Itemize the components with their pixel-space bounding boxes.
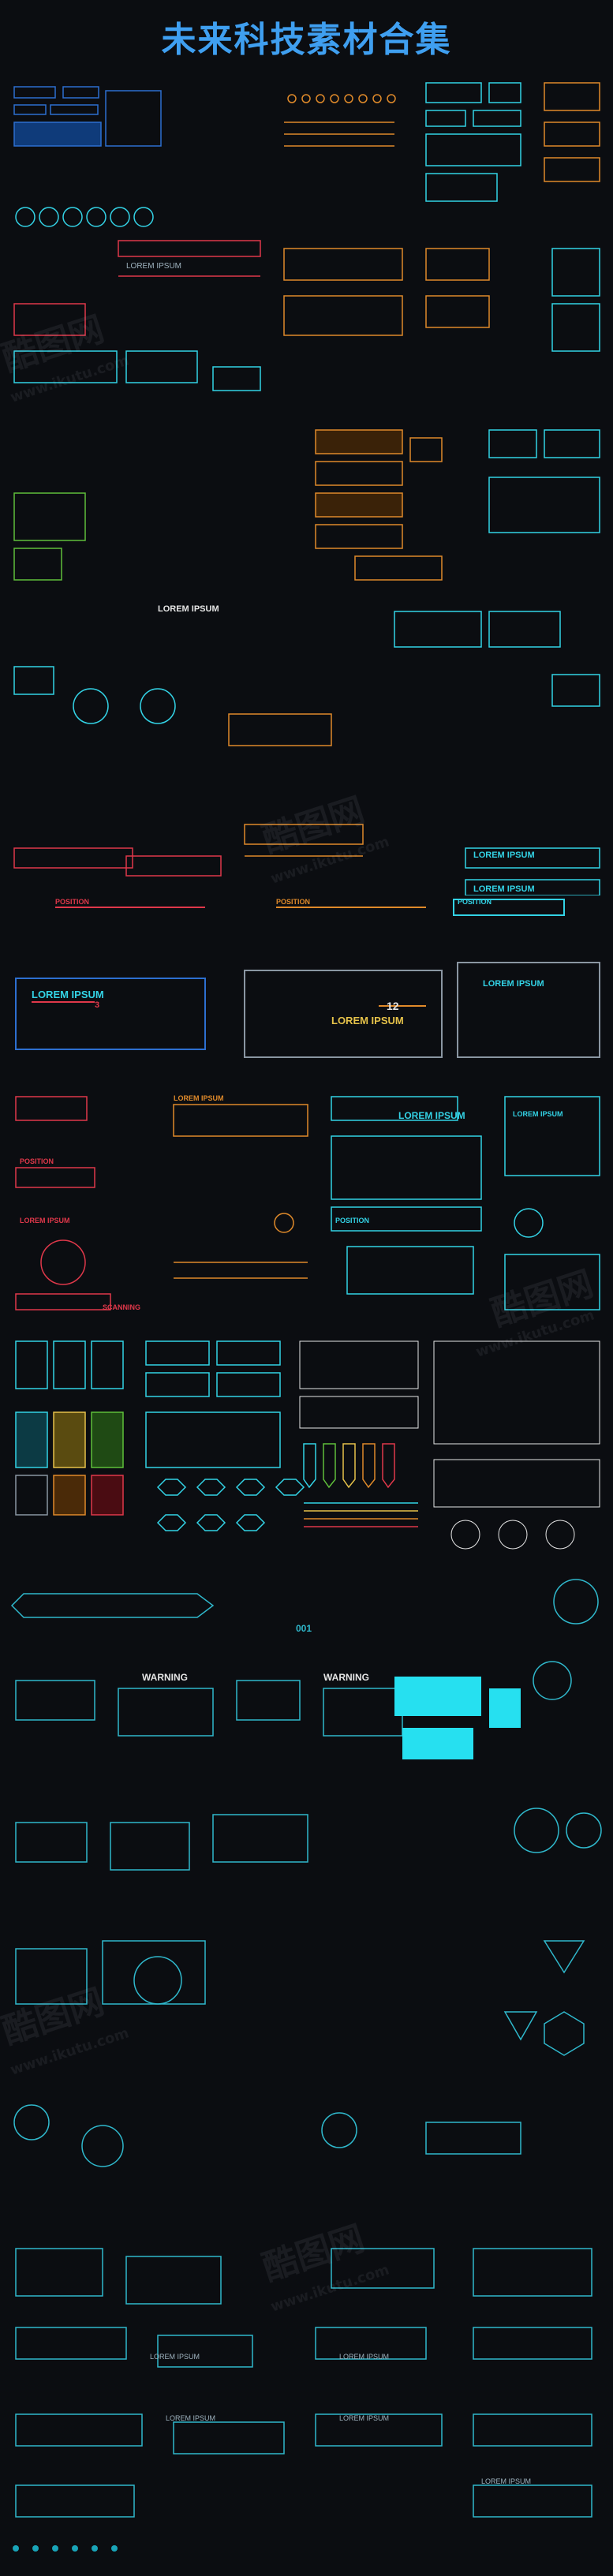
lorem-ipsum-label-12: LOREM IPSUM [339,2414,389,2422]
lorem-ipsum-label-13: LOREM IPSUM [481,2477,531,2485]
lorem-ipsum-label-9: LOREM IPSUM [150,2353,200,2361]
lorem-ipsum-label-10: LOREM IPSUM [339,2353,389,2361]
position-label-5: POSITION [335,1217,369,1224]
teal-hud-kit-section: WARNING WARNING 001 LOREM IPSUM LOREM IP… [10,1579,602,2552]
lorem-ipsum-label-3: LOREM IPSUM [473,851,535,860]
hud-panels-section-top: LOREM IPSUM LOREM IPSUM LOREM IPSUM LORE… [13,82,600,895]
lorem-ipsum-label-5: LOREM IPSUM [20,1217,70,1224]
hud-misc-section: POSITION LOREM IPSUM SCANNING LOREM IPSU… [15,1094,600,1311]
page-title: 未来科技素材合集 [161,20,452,60]
panel-number-12: 12 [387,1000,399,1012]
lorem-ipsum-label-7: LOREM IPSUM [398,1110,465,1121]
lorem-ipsum-panel-1: LOREM IPSUM [32,989,104,1000]
position-panels-section: POSITION POSITION POSITION LOREM IPSUM 3… [15,898,600,1058]
lorem-ipsum-label-8: LOREM IPSUM [513,1110,563,1118]
lorem-ipsum-label-2: LOREM IPSUM [158,604,219,614]
position-label-1: POSITION [55,898,89,906]
lorem-ipsum-label-11: LOREM IPSUM [166,2414,215,2422]
position-label-2: POSITION [276,898,310,906]
lorem-ipsum-label-6: LOREM IPSUM [174,1094,224,1102]
lorem-ipsum-panel-2: LOREM IPSUM [331,1015,404,1026]
warning-label-2: WARNING [323,1672,369,1683]
scanning-label: SCANNING [103,1303,140,1311]
position-label-4: POSITION [20,1157,54,1165]
lorem-ipsum-panel-3: LOREM IPSUM [483,979,544,989]
position-label-3: POSITION [458,898,492,906]
warning-label-1: WARNING [142,1672,188,1683]
id-label-001: 001 [296,1623,312,1634]
lorem-ipsum-label-1: LOREM IPSUM [126,262,181,271]
colored-frames-section [15,1340,600,1550]
lorem-ipsum-label-4: LOREM IPSUM [473,884,535,894]
panel-number-3: 3 [95,1000,99,1010]
